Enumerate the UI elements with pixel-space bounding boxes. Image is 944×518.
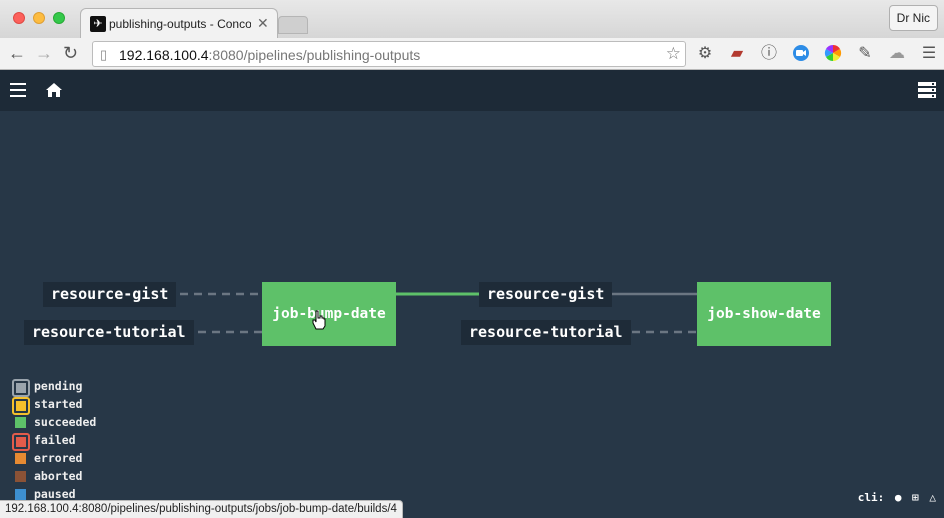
back-arrow-icon[interactable]: ← [8,43,26,63]
profile-button[interactable]: Dr Nic [888,5,938,31]
job-node-show-date[interactable]: job-show-date [697,282,831,346]
address-bar[interactable]: ▯ 192.168.100.4:8080/pipelines/publishin… [92,41,686,67]
url-text: 192.168.100.4:8080/pipelines/publishing-… [119,47,421,63]
info-icon[interactable]: ⓘ [760,45,777,62]
legend-label: errored [34,451,83,465]
home-icon[interactable] [45,82,63,98]
sofa-extension-icon[interactable]: ▰ [730,45,744,62]
windows-download-icon[interactable]: ⊞ [912,491,919,504]
legend-swatch-icon [12,397,30,415]
legend-swatch-icon [15,417,26,428]
menu-icon[interactable]: ☰ [921,45,937,62]
page-icon: ▯ [100,47,108,62]
window-maximize-button[interactable] [53,12,65,24]
hand-cursor-icon [311,310,327,335]
legend-swatch-icon [15,471,26,482]
browser-tab-active[interactable]: ✈ publishing-outputs - Conco ✕ [80,8,278,38]
pipeline-canvas: resource-gist resource-tutorial job-bump… [0,111,944,504]
gear-icon[interactable]: ⚙ [697,45,713,62]
reload-icon[interactable]: ↻ [63,43,79,63]
apple-download-icon[interactable]: ● [894,491,902,504]
app-topbar [0,70,944,111]
pipeline-edges [180,292,697,334]
legend-label: failed [34,433,76,447]
video-extension-icon[interactable] [791,44,811,64]
legend-swatch-icon [15,489,26,500]
browser-titlebar: ✈ publishing-outputs - Conco ✕ Dr Nic [0,0,944,38]
server-icon[interactable] [918,82,936,98]
resource-node-tutorial-input[interactable]: resource-tutorial [24,320,194,345]
legend-label: pending [34,379,83,393]
linux-download-icon[interactable]: △ [929,491,936,504]
window-minimize-button[interactable] [33,12,45,24]
resource-node-gist-output[interactable]: resource-gist [479,282,613,307]
resource-node-tutorial[interactable]: resource-tutorial [461,320,631,345]
cli-label: cli: [857,491,885,504]
legend-label: aborted [34,469,83,483]
browser-status-bar: 192.168.100.4:8080/pipelines/publishing-… [0,500,403,518]
cli-downloads: cli: ● ⊞ △ [858,491,936,504]
tab-title: publishing-outputs - Conco [109,17,251,31]
cloud-extension-icon[interactable]: ☁ [889,45,905,62]
legend-swatch-icon [12,433,30,451]
legend-label: succeeded [34,415,97,429]
legend-label: started [34,397,83,411]
hamburger-menu-icon[interactable] [10,83,26,97]
browser-toolbar: ← → ↻ ▯ 192.168.100.4:8080/pipelines/pub… [0,38,944,70]
resource-node-gist-input[interactable]: resource-gist [43,282,177,307]
concourse-favicon-icon: ✈ [90,16,106,32]
new-tab-button[interactable] [278,16,308,34]
forward-arrow-icon[interactable]: → [35,43,53,63]
bookmark-star-icon[interactable]: ☆ [665,44,681,63]
legend-swatch-icon [15,453,26,464]
pencil-extension-icon[interactable]: ✎ [858,45,872,62]
legend-swatch-icon [12,379,30,397]
legend-label: paused [34,487,76,501]
tab-close-icon[interactable]: ✕ [257,15,269,31]
window-close-button[interactable] [13,12,25,24]
color-wheel-icon[interactable] [823,44,843,64]
job-node-bump-date[interactable]: job-bump-date [262,282,396,346]
